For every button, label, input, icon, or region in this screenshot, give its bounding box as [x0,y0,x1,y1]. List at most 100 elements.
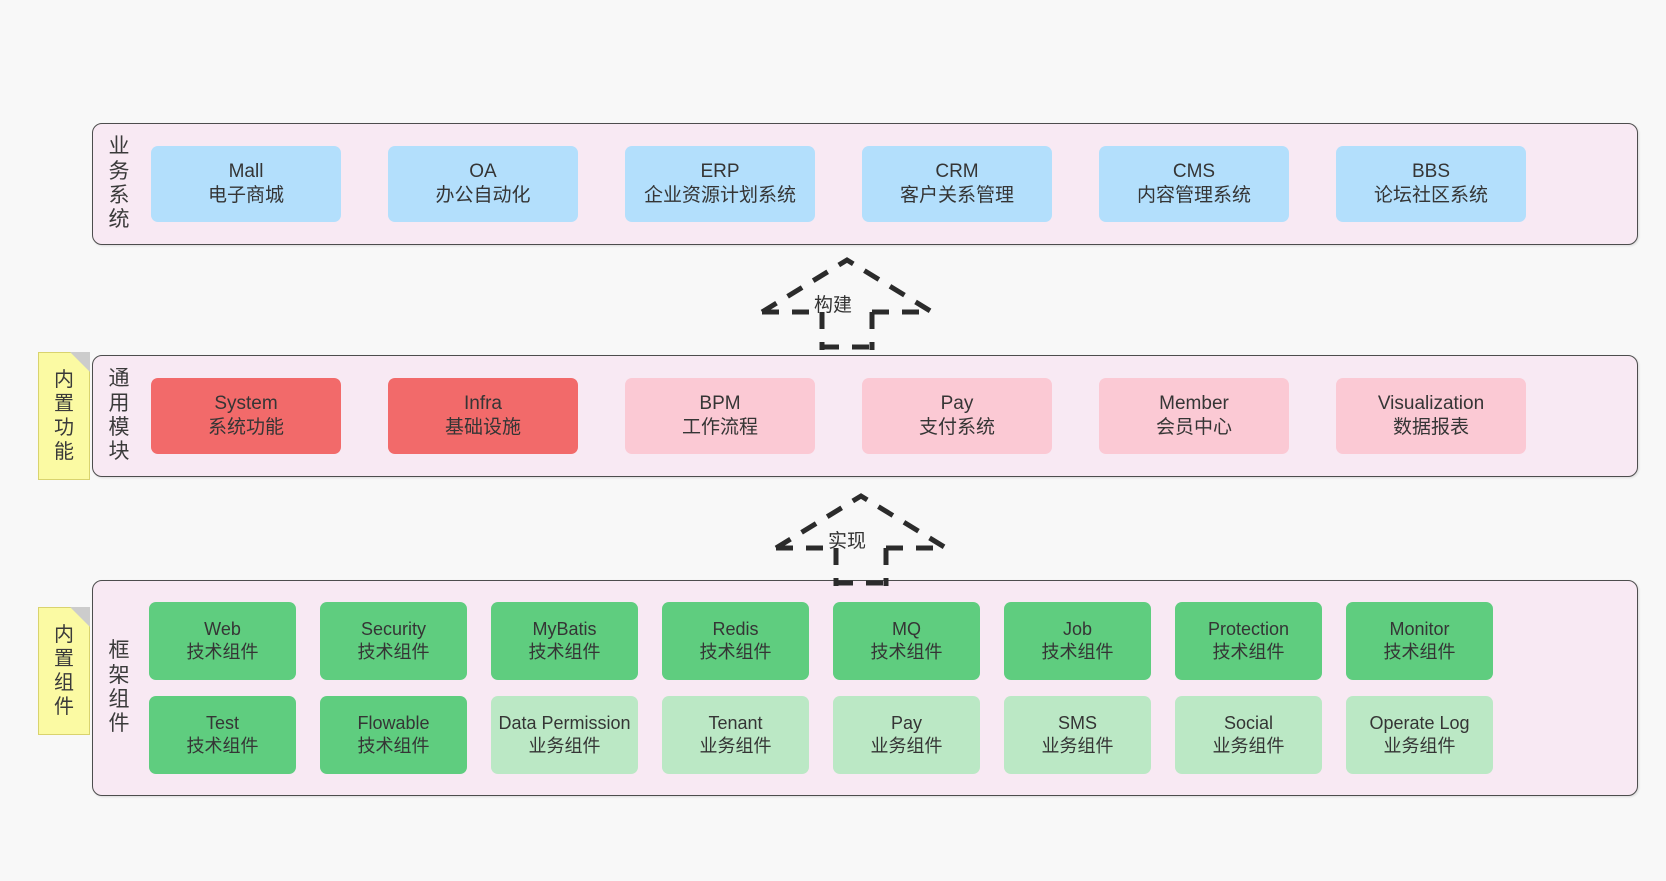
business-card-cms[interactable]: CMS 内容管理系统 [1099,146,1289,222]
card-subtitle: 企业资源计划系统 [643,185,796,206]
title-char: 组 [108,688,130,711]
card-subtitle: 技术组件 [1041,642,1114,662]
framework-card-data-permission[interactable]: Data Permission 业务组件 [491,696,638,774]
card-subtitle: 工作流程 [681,417,758,438]
framework-layer-body: Web 技术组件 Security 技术组件 MyBatis 技术组件 Redi… [145,581,1637,795]
card-subtitle: 技术组件 [357,642,430,662]
business-card-erp[interactable]: ERP 企业资源计划系统 [625,146,815,222]
business-card-bbs[interactable]: BBS 论坛社区系统 [1336,146,1526,222]
framework-card-job[interactable]: Job 技术组件 [1004,602,1151,680]
card-name: Pay [890,712,923,733]
framework-card-web[interactable]: Web 技术组件 [149,602,296,680]
note-fold-corner-icon [70,607,90,627]
common-module-layer: 通 用 模 块 System 系统功能 Infra 基础设施 BPM 工作流程 … [92,355,1638,477]
card-subtitle: 支付系统 [918,417,995,438]
card-subtitle: 论坛社区系统 [1373,185,1488,206]
card-name: OA [469,160,497,182]
card-name: MyBatis [532,618,597,639]
card-subtitle: 技术组件 [186,736,259,756]
title-char: 务 [108,159,130,183]
common-card-pay[interactable]: Pay 支付系统 [862,378,1052,454]
note-char: 能 [54,441,74,463]
framework-card-test[interactable]: Test 技术组件 [149,696,296,774]
common-card-member[interactable]: Member 会员中心 [1099,378,1289,454]
common-layer-title: 通 用 模 块 [93,356,145,476]
card-subtitle: 会员中心 [1155,417,1232,438]
card-name: Test [205,712,239,733]
note-char: 功 [54,417,74,439]
framework-card-mybatis[interactable]: MyBatis 技术组件 [491,602,638,680]
common-card-bpm[interactable]: BPM 工作流程 [625,378,815,454]
card-subtitle: 技术组件 [870,642,943,662]
build-relation-arrow: 构建 [752,252,942,352]
card-name: Social [1223,712,1274,733]
business-layer-body: Mall 电子商城 OA 办公自动化 ERP 企业资源计划系统 CRM 客户关系… [145,124,1637,244]
card-name: CRM [935,160,979,182]
framework-card-tenant[interactable]: Tenant 业务组件 [662,696,809,774]
framework-card-security[interactable]: Security 技术组件 [320,602,467,680]
common-layer-body: System 系统功能 Infra 基础设施 BPM 工作流程 Pay 支付系统… [145,356,1637,476]
card-name: Member [1159,392,1229,414]
framework-card-sms[interactable]: SMS 业务组件 [1004,696,1151,774]
card-name: Web [204,618,241,639]
card-name: ERP [700,160,740,182]
card-name: Infra [463,392,503,414]
card-subtitle: 技术组件 [357,736,430,756]
framework-card-mq[interactable]: MQ 技术组件 [833,602,980,680]
card-subtitle: 技术组件 [1383,642,1456,662]
card-name: Monitor [1389,618,1450,639]
card-name: Flowable [357,712,430,733]
common-card-system[interactable]: System 系统功能 [151,378,341,454]
business-system-layer: 业 务 系 统 Mall 电子商城 OA 办公自动化 ERP 企业资源计划系统 … [92,123,1638,245]
card-name: Data Permission [498,712,631,733]
build-arrow-glyph [760,257,934,350]
framework-card-operate-log[interactable]: Operate Log 业务组件 [1346,696,1493,774]
framework-card-row-2: Test 技术组件 Flowable 技术组件 Data Permission … [145,696,1623,774]
card-subtitle: 业务组件 [699,736,772,756]
title-char: 业 [108,135,130,159]
card-subtitle: 技术组件 [186,642,259,662]
note-char: 组 [54,672,74,694]
card-subtitle: 业务组件 [1383,736,1456,756]
card-subtitle: 数据报表 [1392,417,1469,438]
note-char: 置 [54,393,74,415]
card-subtitle: 系统功能 [207,417,284,438]
note-fold-corner-icon [70,352,90,372]
implement-arrow-label: 实现 [828,531,867,552]
business-card-crm[interactable]: CRM 客户关系管理 [862,146,1052,222]
framework-card-row-1: Web 技术组件 Security 技术组件 MyBatis 技术组件 Redi… [145,602,1623,680]
title-char: 统 [108,208,130,232]
card-name: Mall [228,160,264,182]
card-name: Pay [940,392,974,414]
framework-card-pay[interactable]: Pay 业务组件 [833,696,980,774]
builtin-function-note: 内 置 功 能 [38,352,90,480]
card-subtitle: 内容管理系统 [1136,185,1251,206]
note-char: 内 [54,624,74,646]
card-name: Protection [1207,618,1290,639]
title-char: 用 [108,391,130,415]
implement-relation-arrow: 实现 [766,488,956,588]
framework-card-redis[interactable]: Redis 技术组件 [662,602,809,680]
card-name: Redis [712,618,759,639]
title-char: 模 [108,416,130,439]
card-subtitle: 业务组件 [870,736,943,756]
business-card-row: Mall 电子商城 OA 办公自动化 ERP 企业资源计划系统 CRM 客户关系… [145,146,1623,222]
card-name: Tenant [708,712,763,733]
framework-card-monitor[interactable]: Monitor 技术组件 [1346,602,1493,680]
card-name: SMS [1057,712,1097,733]
build-arrow-label: 构建 [814,295,853,316]
common-card-visualization[interactable]: Visualization 数据报表 [1336,378,1526,454]
framework-card-flowable[interactable]: Flowable 技术组件 [320,696,467,774]
card-name: System [214,392,278,414]
framework-card-protection[interactable]: Protection 技术组件 [1175,602,1322,680]
note-char: 件 [54,696,74,718]
common-card-infra[interactable]: Infra 基础设施 [388,378,578,454]
card-subtitle: 业务组件 [1041,736,1114,756]
card-subtitle: 业务组件 [528,736,601,756]
business-card-oa[interactable]: OA 办公自动化 [388,146,578,222]
business-card-mall[interactable]: Mall 电子商城 [151,146,341,222]
title-char: 块 [108,440,130,464]
title-char: 框 [108,639,130,663]
title-char: 系 [108,184,130,207]
framework-card-social[interactable]: Social 业务组件 [1175,696,1322,774]
